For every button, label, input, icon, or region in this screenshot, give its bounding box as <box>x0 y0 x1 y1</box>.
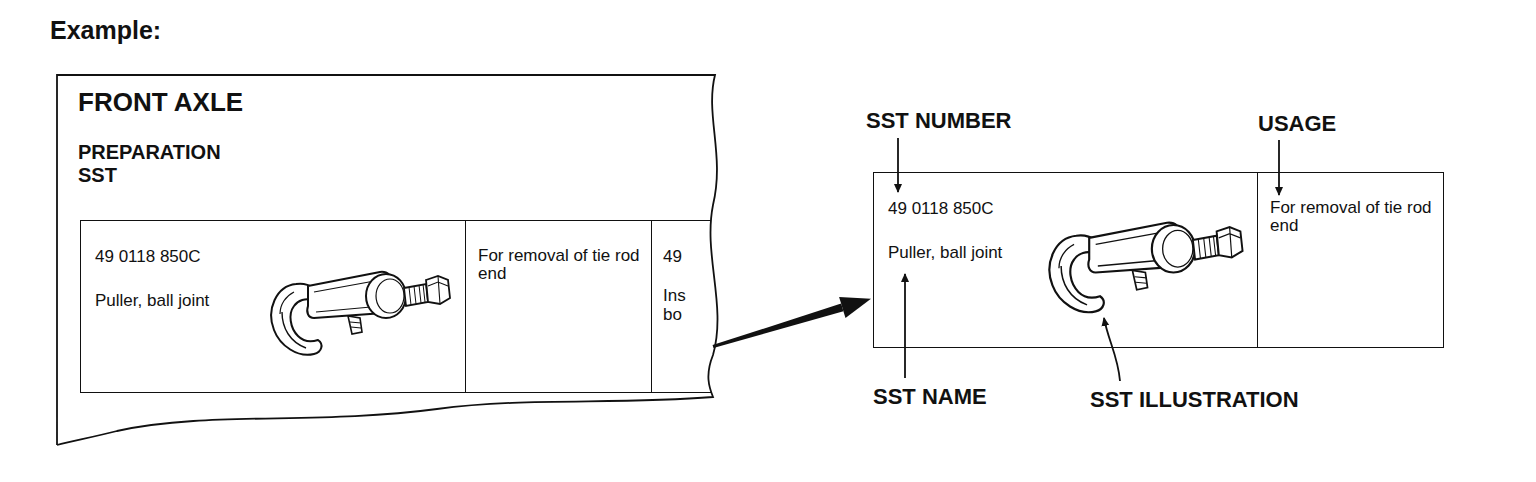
section-heading: PREPARATION SST <box>78 141 221 187</box>
cut-cell: 49Ins bo <box>651 220 711 393</box>
callout-label: SST ILLUSTRATION <box>1090 387 1299 413</box>
leader-arrow <box>904 274 906 378</box>
diagram-title: Example: <box>50 16 161 45</box>
sst-cell: 49 0118 850C Puller, ball joint <box>873 172 1258 348</box>
leader-arrow <box>1104 318 1120 381</box>
sst-cell: 49 0118 850C Puller, ball joint <box>80 220 466 393</box>
callout-label: SST NAME <box>873 384 987 410</box>
puller-illustration <box>1049 223 1242 313</box>
sst-number: 49 0118 850C <box>95 247 201 267</box>
sst-name: Puller, ball joint <box>95 291 209 311</box>
manual-page: FRONT AXLE PREPARATION SST 49 0118 850C Pul… <box>57 75 717 447</box>
cut-number: 49 <box>663 247 682 267</box>
leader-arrow <box>897 138 899 192</box>
callout-label: SST NUMBER <box>866 108 1011 134</box>
cut-text: Ins bo <box>663 287 686 324</box>
pointer-arrow <box>713 297 871 348</box>
section-title: FRONT AXLE <box>78 87 243 118</box>
usage-text: For removal of tie rod end <box>1270 199 1438 235</box>
usage-cell: For removal of tie rod end <box>1257 172 1444 348</box>
callout-label: USAGE <box>1258 111 1336 137</box>
puller-illustration <box>271 272 450 355</box>
usage-cell: For removal of tie rod end <box>465 220 652 393</box>
usage-text: For removal of tie rod end <box>478 247 646 283</box>
sst-number: 49 0118 850C <box>888 199 994 219</box>
leader-arrow <box>1278 140 1280 195</box>
sst-name: Puller, ball joint <box>888 243 1002 263</box>
